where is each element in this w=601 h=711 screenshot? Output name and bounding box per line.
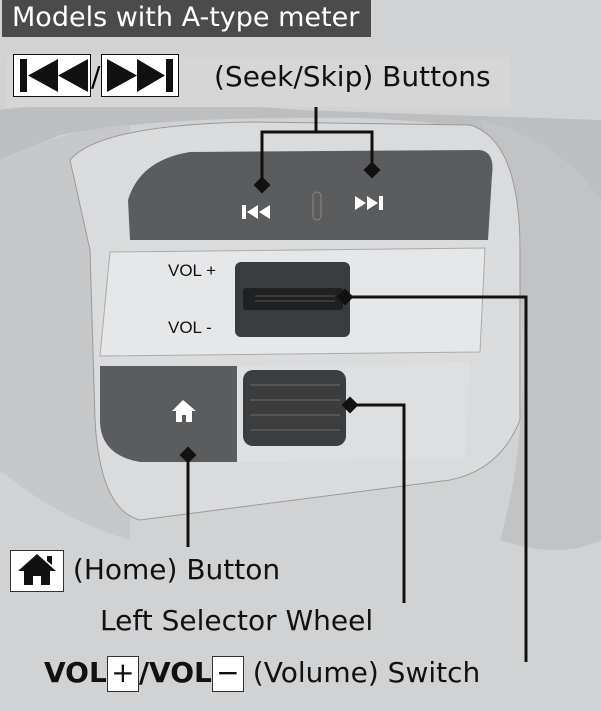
section-title: Models with A-type meter [2, 0, 371, 37]
minus-icon: − [211, 656, 244, 692]
left-selector-wheel [243, 370, 346, 446]
home-label: (Home) Button [72, 553, 281, 586]
volume-caption: VOL+/VOL− (Volume) Switch [44, 656, 480, 692]
vol-plus-label: VOL + [168, 261, 216, 280]
seek-skip-caption: / (Seek/Skip) Buttons [7, 54, 510, 107]
seek-skip-panel [128, 150, 493, 240]
vol-label: VOL [44, 656, 107, 689]
vol-label-2: /VOL [138, 656, 212, 689]
seek-back-icon [13, 54, 91, 97]
vol-minus-label: VOL - [168, 318, 212, 337]
leader-lines [186, 105, 528, 662]
home-icon [10, 550, 64, 592]
home-button-panel [100, 366, 237, 462]
seek-back-icon [242, 205, 270, 219]
volume-label: (Volume) Switch [252, 656, 481, 689]
home-caption: (Home) Button [10, 550, 280, 592]
skip-forward-icon [355, 196, 383, 210]
selector-wheel-label: Left Selector Wheel [100, 604, 374, 637]
slash: / [91, 60, 101, 93]
plus-icon: + [106, 656, 139, 692]
seek-skip-label: (Seek/Skip) Buttons [214, 60, 491, 93]
home-icon [172, 400, 196, 422]
skip-forward-icon [101, 54, 179, 97]
